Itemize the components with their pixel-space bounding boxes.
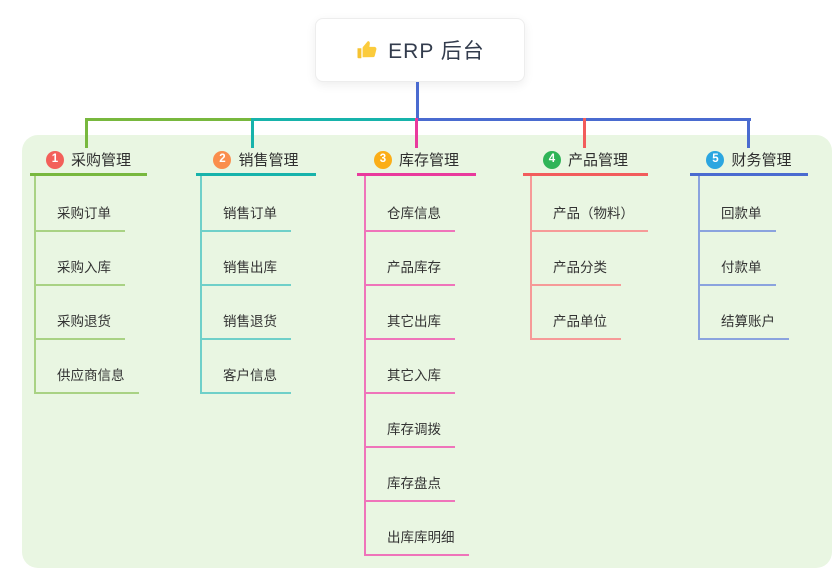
branch-number-badge: 4 bbox=[542, 150, 561, 169]
branch-node-3[interactable]: 3 库存管理 bbox=[357, 146, 476, 176]
branch-label: 财务管理 bbox=[731, 152, 792, 169]
child-node[interactable]: 库存盘点 bbox=[364, 476, 455, 502]
branches-panel bbox=[22, 135, 832, 568]
child-node[interactable]: 产品（物料） bbox=[530, 206, 648, 232]
branch-drop-line bbox=[415, 118, 418, 148]
child-node[interactable]: 回款单 bbox=[698, 206, 776, 232]
branch-drop-line bbox=[85, 118, 88, 148]
branch-node-5[interactable]: 5 财务管理 bbox=[690, 146, 808, 176]
branch-drop-line bbox=[747, 118, 750, 148]
branch-trunk-line bbox=[698, 176, 700, 340]
child-node[interactable]: 产品单位 bbox=[530, 314, 621, 340]
child-node[interactable]: 采购退货 bbox=[34, 314, 125, 340]
bus-connector-line bbox=[86, 118, 253, 121]
child-node[interactable]: 仓库信息 bbox=[364, 206, 455, 232]
thumbs-up-icon bbox=[357, 41, 377, 59]
child-node[interactable]: 采购入库 bbox=[34, 260, 125, 286]
branch-number-badge: 2 bbox=[213, 150, 232, 169]
branch-label: 库存管理 bbox=[398, 152, 459, 169]
child-node[interactable]: 销售退货 bbox=[200, 314, 291, 340]
branch-drop-line bbox=[251, 118, 254, 148]
branch-label: 销售管理 bbox=[238, 152, 299, 169]
branch-drop-line bbox=[583, 118, 586, 148]
child-node[interactable]: 销售出库 bbox=[200, 260, 291, 286]
child-node[interactable]: 结算账户 bbox=[698, 314, 789, 340]
branch-node-4[interactable]: 4 产品管理 bbox=[523, 146, 648, 176]
branch-node-2[interactable]: 2 销售管理 bbox=[196, 146, 316, 176]
child-node[interactable]: 采购订单 bbox=[34, 206, 125, 232]
root-node-label: ERP 后台 bbox=[388, 40, 485, 63]
branch-label: 产品管理 bbox=[567, 152, 628, 169]
branch-trunk-line bbox=[530, 176, 532, 340]
branch-label: 采购管理 bbox=[70, 152, 131, 169]
branch-number-badge: 1 bbox=[45, 150, 64, 169]
child-node[interactable]: 付款单 bbox=[698, 260, 776, 286]
root-node[interactable]: ERP 后台 bbox=[315, 18, 525, 82]
child-node[interactable]: 销售订单 bbox=[200, 206, 291, 232]
branch-node-1[interactable]: 1 采购管理 bbox=[30, 146, 147, 176]
child-node[interactable]: 其它出库 bbox=[364, 314, 455, 340]
branch-trunk-line bbox=[364, 176, 366, 556]
child-node[interactable]: 出库库明细 bbox=[364, 530, 469, 556]
child-node[interactable]: 其它入库 bbox=[364, 368, 455, 394]
bus-connector-line bbox=[253, 118, 417, 121]
child-node[interactable]: 客户信息 bbox=[200, 368, 291, 394]
child-node[interactable]: 库存调拨 bbox=[364, 422, 455, 448]
branch-number-badge: 5 bbox=[706, 150, 725, 169]
child-node[interactable]: 产品库存 bbox=[364, 260, 455, 286]
child-node[interactable]: 产品分类 bbox=[530, 260, 621, 286]
root-connector-line bbox=[416, 82, 419, 118]
child-node[interactable]: 供应商信息 bbox=[34, 368, 139, 394]
branch-number-badge: 3 bbox=[373, 150, 392, 169]
